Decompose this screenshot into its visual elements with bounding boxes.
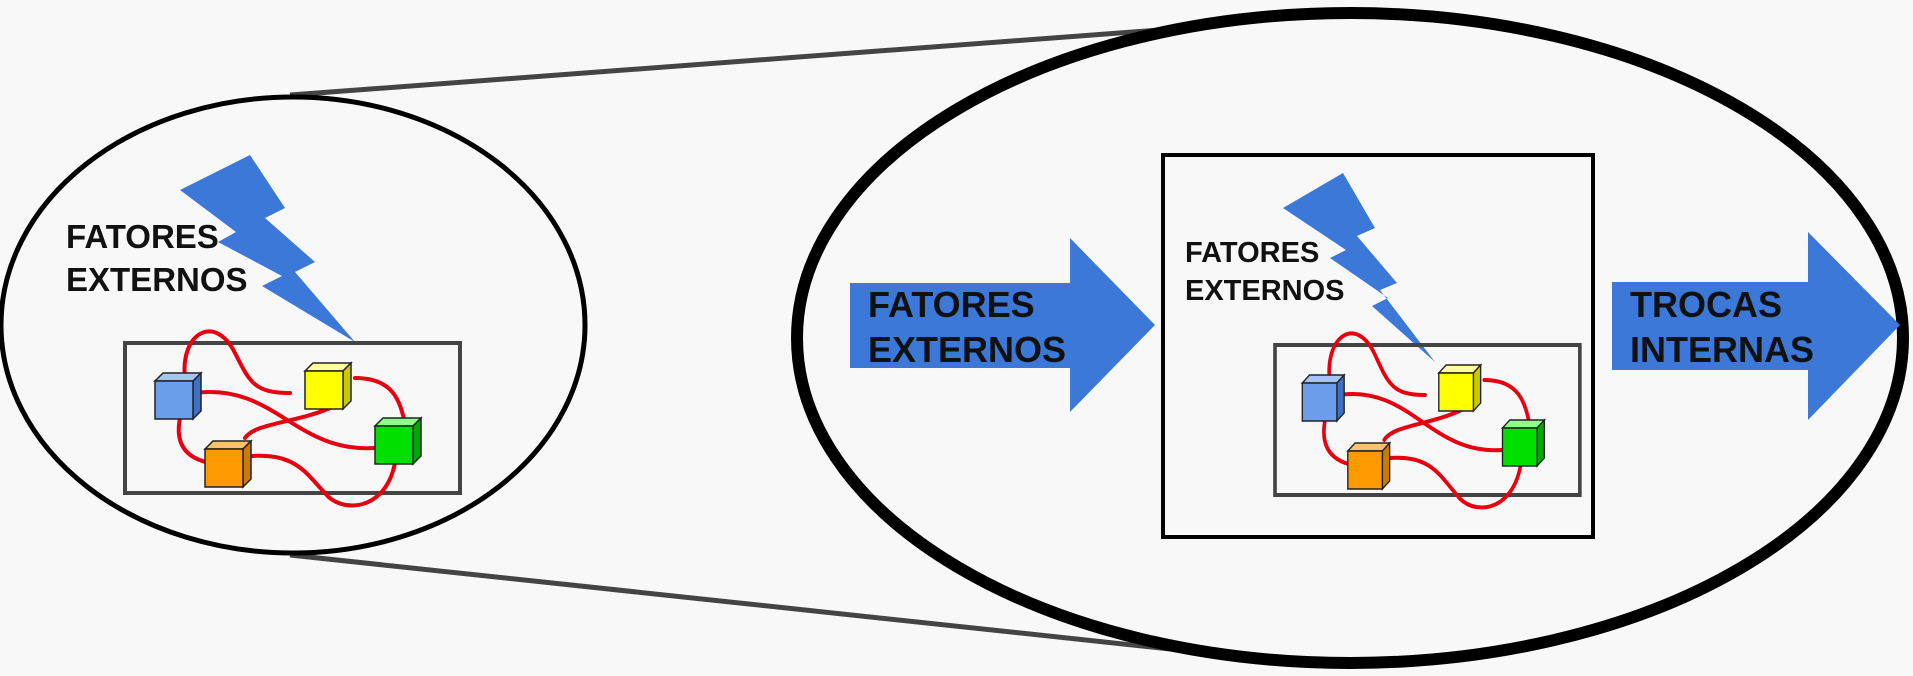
inner-label-line1: FATORES (1185, 237, 1319, 269)
output-arrow-line2: INTERNAS (1630, 329, 1814, 370)
input-arrow (850, 238, 1155, 412)
right-ellipse (791, 7, 1909, 669)
right-detail-panel: FATORES EXTERNOS FATORES EXTERNOS TROCAS… (791, 7, 1909, 669)
left-overview-panel: FATORES EXTERNOS (0, 94, 588, 556)
system-boundary-box (1161, 153, 1595, 539)
lightning-bolt-icon (1283, 173, 1435, 362)
output-arrow (1612, 232, 1900, 420)
output-arrow-line1: TROCAS (1630, 284, 1782, 325)
left-ellipse (0, 94, 588, 556)
input-arrow-line2: EXTERNOS (868, 329, 1066, 370)
input-arrow-line1: FATORES (868, 284, 1035, 325)
lightning-bolt-icon (180, 155, 355, 342)
inner-label-line2: EXTERNOS (1185, 275, 1345, 307)
left-label-line1: FATORES (66, 218, 219, 255)
left-label-line2: EXTERNOS (66, 261, 248, 298)
